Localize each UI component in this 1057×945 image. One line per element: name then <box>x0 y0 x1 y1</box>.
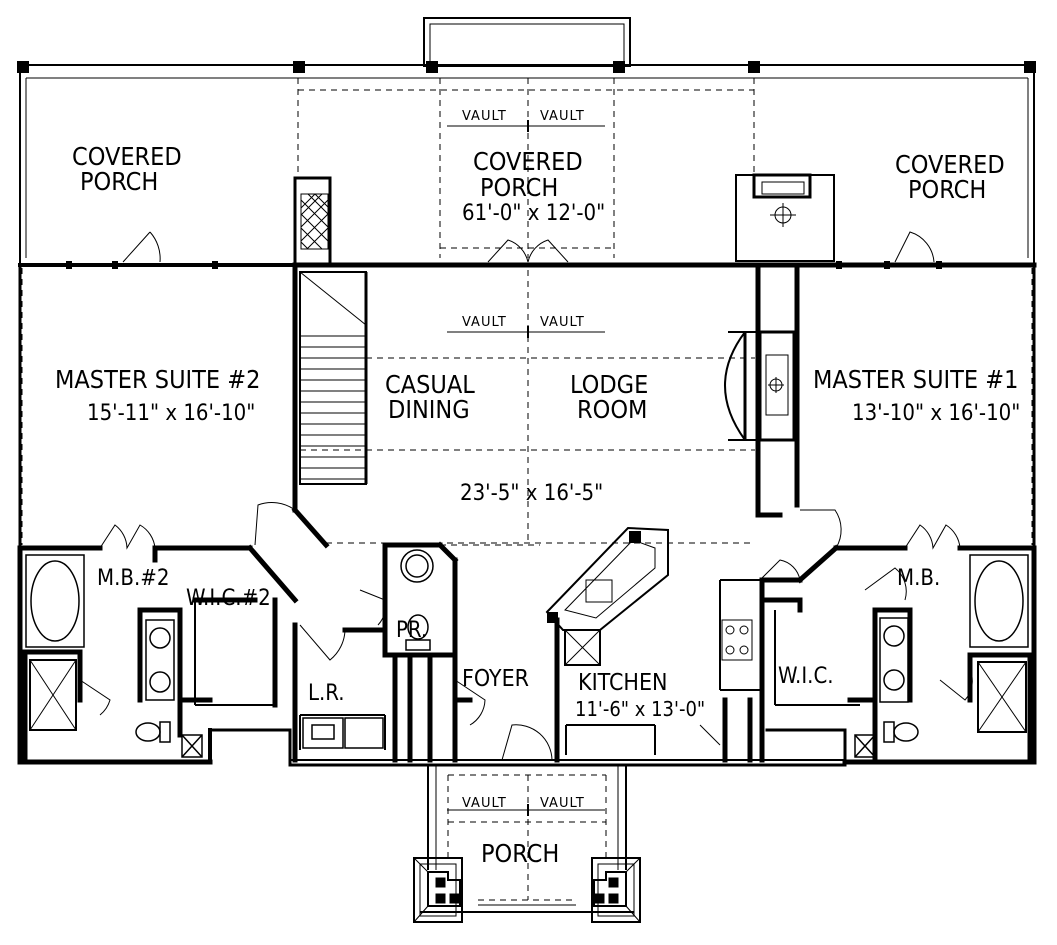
foyer-label: FOYER <box>462 666 529 692</box>
covered-porch-left-line1: COVERED <box>72 142 182 171</box>
vault-note-top-right: VAULT <box>540 109 585 124</box>
lodge-room-line1: LODGE <box>570 370 648 399</box>
vault-note-mid-right: VAULT <box>540 315 585 330</box>
kitchen-island <box>545 526 669 666</box>
exterior-walls <box>17 262 1037 767</box>
kitchen-name: KITCHEN <box>578 670 668 696</box>
window-markers <box>66 261 942 269</box>
front-porch-label: PORCH <box>481 839 559 868</box>
kitchen-dims: 11'-6" x 13'-0" <box>575 697 705 721</box>
covered-porch-structure <box>19 17 1035 265</box>
cooktop <box>721 619 753 661</box>
room-labels: COVERED PORCH VAULT VAULT COVERED PORCH … <box>55 109 1020 868</box>
bathtubs <box>25 554 1029 648</box>
interior-walls <box>17 262 1037 763</box>
master-bath-1-label: M.B. <box>897 566 940 591</box>
covered-porch-center-line2: PORCH <box>480 173 558 202</box>
lodge-fireplace <box>724 330 796 442</box>
chimney-left <box>293 176 332 266</box>
casual-dining-line2: DINING <box>388 395 470 424</box>
covered-porch-center-line1: COVERED <box>473 147 583 176</box>
front-porch <box>413 765 641 923</box>
great-room-dims: 23'-5" x 16'-5" <box>460 481 603 506</box>
master-suite-2-dims: 15'-11" x 16'-10" <box>87 401 255 426</box>
master-suite-1-name: MASTER SUITE #1 <box>813 365 1018 394</box>
wic-1-label: W.I.C. <box>778 664 834 689</box>
master-bath-2-label: M.B.#2 <box>97 566 169 591</box>
showers <box>29 659 1027 733</box>
ceiling-lines <box>21 268 1033 546</box>
covered-porch-right-line2: PORCH <box>908 175 986 204</box>
linen-boxes <box>181 734 876 758</box>
vault-note-bottom-left: VAULT <box>462 796 507 811</box>
laundry-room-label: L.R. <box>308 681 345 706</box>
covered-porch-left-line2: PORCH <box>80 167 158 196</box>
master-suite-2-name: MASTER SUITE #2 <box>55 365 260 394</box>
powder-room-label: PR. <box>396 618 427 643</box>
laundry-appliances <box>302 717 384 749</box>
outdoor-fireplace <box>735 173 835 262</box>
vault-note-top-left: VAULT <box>462 109 507 124</box>
casual-dining-line1: CASUAL <box>385 370 475 399</box>
vanity-sinks <box>145 617 909 703</box>
lodge-room-line2: ROOM <box>577 395 647 424</box>
toilets <box>135 549 919 743</box>
covered-porch-dims: 61'-0" x 12'-0" <box>462 201 605 226</box>
door-swings <box>79 231 973 761</box>
covered-porch-right-line1: COVERED <box>895 150 1005 179</box>
vault-line-mid <box>447 326 605 338</box>
master-suite-1-dims: 13'-10" x 16'-10" <box>852 401 1020 426</box>
vault-note-bottom-right: VAULT <box>540 796 585 811</box>
staircase <box>299 271 368 485</box>
vault-note-mid-left: VAULT <box>462 315 507 330</box>
porch-posts <box>17 61 1036 73</box>
interior-thin-lines <box>194 579 860 755</box>
wic-2-label: W.I.C.#2 <box>186 586 271 611</box>
